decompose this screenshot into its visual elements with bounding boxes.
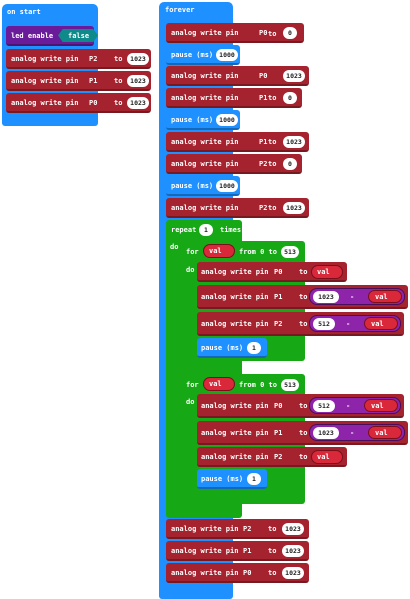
pause-value-input[interactable]: 1000 (216, 180, 238, 192)
analog-write-block[interactable]: analog write pin P0 to 1023 (166, 563, 309, 583)
variable-val[interactable]: val (203, 377, 235, 391)
variable-val[interactable]: val (368, 290, 402, 303)
analog-write-block[interactable]: analog write pin P2 (166, 154, 302, 174)
variable-val[interactable]: val (364, 317, 398, 330)
variable-val[interactable]: val (311, 450, 343, 464)
pause-block[interactable]: pause (ms) 1 (197, 469, 267, 489)
value-input[interactable]: 0 (283, 92, 297, 104)
value-input[interactable]: 0 (283, 27, 297, 39)
pause-value-input[interactable]: 1 (247, 342, 261, 354)
for-end-input[interactable]: 513 (281, 246, 299, 258)
analog-write-block[interactable]: analog write pin P2 to 512 - val (197, 312, 404, 336)
value-input[interactable]: 1023 (283, 202, 305, 214)
on-start-title: on start (7, 8, 41, 16)
pause-block[interactable]: pause (ms) 1000 (166, 45, 240, 65)
variable-val[interactable]: val (311, 265, 343, 279)
value-input[interactable]: 1023 (282, 545, 304, 557)
value-input[interactable]: 0 (283, 158, 297, 170)
value-input[interactable]: 1023 (282, 567, 304, 579)
analog-write-block[interactable]: analog write pin P0 to 512 - val (197, 394, 404, 418)
analog-write-block[interactable]: analog write pin P1 to 1023 (166, 541, 309, 561)
minus-expression[interactable]: 1023 - val (309, 424, 405, 441)
led-enable-block[interactable]: led enable false (6, 26, 98, 46)
analog-write-block[interactable]: analog write pin P2 to 1023 (6, 49, 151, 69)
pause-block[interactable]: pause (ms) 1 (197, 338, 267, 358)
led-enable-label: led enable (11, 32, 54, 40)
forever-title: forever (165, 6, 195, 14)
value-input[interactable]: 1023 (127, 53, 149, 65)
minus-expression[interactable]: 512 - val (309, 315, 401, 332)
value-input[interactable]: 1023 (283, 70, 305, 82)
repeat-count-input[interactable]: 1 (199, 224, 213, 236)
value-input[interactable]: 1023 (127, 75, 149, 87)
value-input[interactable]: 1023 (283, 136, 305, 148)
variable-val[interactable]: val (203, 244, 235, 258)
pause-value-input[interactable]: 1000 (216, 114, 238, 126)
value-input[interactable]: 1023 (127, 97, 149, 109)
analog-write-block[interactable]: analog write pin P1 (166, 132, 309, 152)
analog-write-block[interactable]: analog write pin P1 to 1023 (6, 71, 151, 91)
pause-block[interactable]: pause (ms) 1000 (166, 110, 240, 130)
minus-expression[interactable]: 512 - val (309, 397, 401, 414)
analog-write-block[interactable]: analog write pin P1 (166, 88, 302, 108)
pause-value-input[interactable]: 1000 (216, 49, 238, 61)
value-input[interactable]: 1023 (282, 523, 304, 535)
analog-write-block[interactable]: analog write pin P0 to 1023 (6, 93, 151, 113)
boolean-false-value[interactable]: false (58, 29, 98, 42)
analog-write-block[interactable]: analog write pin P2 (166, 198, 309, 218)
analog-write-block[interactable]: analog write pin P1 to 1023 - val (197, 285, 408, 309)
minus-expression[interactable]: 1023 - val (309, 288, 405, 305)
analog-write-block[interactable]: analog write pin P0 (166, 66, 309, 86)
analog-write-block[interactable]: analog write pin P1 to 1023 - val (197, 421, 408, 445)
repeat-label: repeat (171, 226, 197, 234)
variable-val[interactable]: val (364, 399, 398, 412)
analog-write-block[interactable]: analog write pin P2 to 1023 (166, 519, 309, 539)
pause-value-input[interactable]: 1 (247, 473, 261, 485)
pause-block[interactable]: pause (ms) 1000 (166, 176, 240, 196)
variable-val[interactable]: val (368, 426, 402, 439)
for-end-input[interactable]: 513 (281, 379, 299, 391)
analog-write-block[interactable]: analog write pin P0 to val (197, 262, 347, 282)
analog-write-block[interactable]: analog write pin P2 to val (197, 447, 347, 467)
